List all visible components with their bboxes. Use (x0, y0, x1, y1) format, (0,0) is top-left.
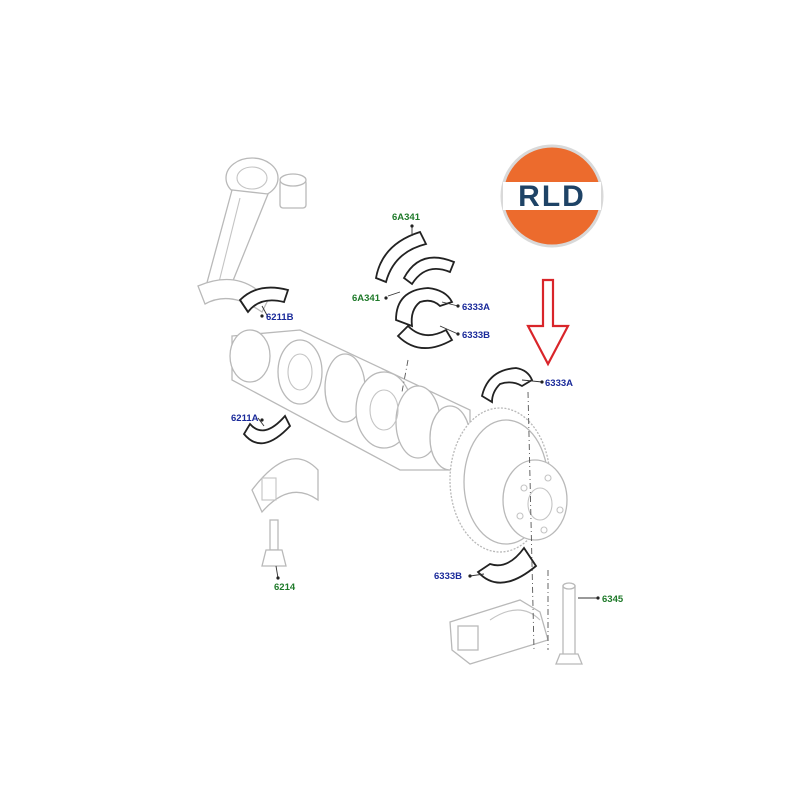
main-bearing-bolt (555, 582, 583, 665)
callout-6345: 6345 (602, 594, 624, 605)
main-bearing-shell-6333a (480, 367, 534, 404)
logo-text: RLD (518, 180, 586, 213)
callout-6333a-main: 6333A (545, 378, 573, 389)
small-end-bushing (279, 173, 307, 209)
rod-bolt (261, 519, 287, 567)
callout-6211b: 6211B (266, 312, 294, 323)
thrust-washer-lower (402, 256, 456, 286)
callout-6333b-lower: 6333B (434, 571, 462, 582)
main-bearing-upper-shells (395, 287, 454, 349)
rld-logo: RLD (500, 144, 604, 248)
callout-6a341-lower: 6A341 (352, 293, 381, 304)
crankshaft (229, 329, 471, 471)
flywheel (449, 407, 568, 553)
callout-6333a-upper: 6333A (462, 302, 490, 313)
con-rod-bearing-upper (238, 286, 290, 314)
indicator-arrow (526, 278, 570, 367)
thrust-washer-upper (374, 230, 428, 284)
main-bearing-cap (449, 599, 549, 665)
callout-6a341-upper: 6A341 (392, 212, 421, 223)
callout-6333b-upper: 6333B (462, 330, 490, 341)
callout-6211a: 6211A (231, 413, 259, 424)
centre-lines (401, 359, 549, 651)
rod-cap (251, 458, 319, 514)
callout-labels: 6211B 6A341 6A341 6333A 6333B 6333A 6211… (231, 212, 624, 605)
leader-lines (257, 226, 598, 599)
callout-6214: 6214 (274, 582, 296, 593)
main-bearing-shell-6333b (476, 546, 538, 584)
con-rod-bearing-lower (242, 414, 292, 445)
